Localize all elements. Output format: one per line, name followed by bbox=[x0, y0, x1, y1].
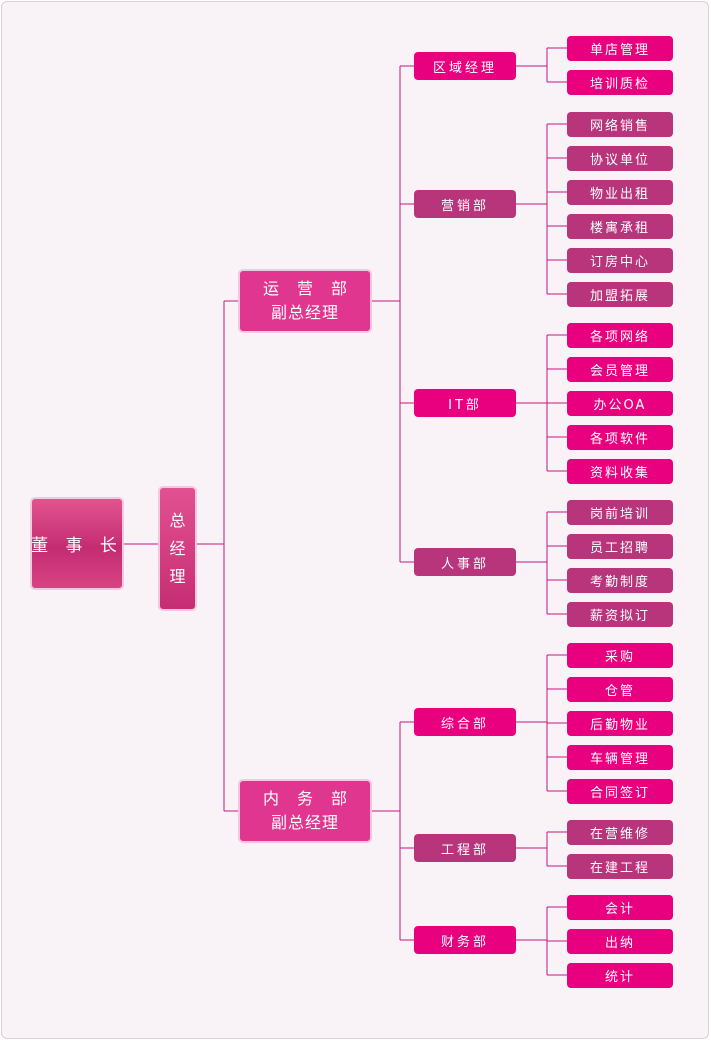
function-box-label: 资料收集 bbox=[589, 465, 650, 481]
function-box: 采购 bbox=[567, 642, 673, 668]
function-box: 协议单位 bbox=[567, 145, 673, 171]
department-box-label: 区域经理 bbox=[432, 60, 497, 76]
department-box-label: 综合部 bbox=[440, 716, 489, 732]
function-box: 考勤制度 bbox=[567, 567, 673, 593]
function-box-label: 办公OA bbox=[593, 397, 647, 413]
function-box-label: 员工招聘 bbox=[589, 540, 650, 556]
function-box: 会计 bbox=[567, 894, 673, 920]
function-box: 物业出租 bbox=[567, 179, 673, 205]
department-box-label: 财务部 bbox=[440, 934, 489, 950]
function-box: 资料收集 bbox=[567, 458, 673, 484]
function-box-label: 物业出租 bbox=[589, 186, 650, 202]
function-box-label: 在营维修 bbox=[589, 826, 650, 842]
function-box-label: 网络销售 bbox=[589, 118, 650, 134]
function-box: 仓管 bbox=[567, 676, 673, 702]
function-box-label: 薪资拟订 bbox=[589, 608, 650, 624]
function-box-label: 各项网络 bbox=[589, 329, 650, 345]
function-box: 订房中心 bbox=[567, 247, 673, 273]
function-box: 统计 bbox=[567, 962, 673, 988]
general-manager-char: 经 bbox=[169, 538, 186, 558]
function-box-label: 出纳 bbox=[604, 935, 635, 951]
general-manager-char: 总 bbox=[169, 510, 186, 530]
department-box: IT部 bbox=[414, 389, 516, 417]
function-box-label: 培训质检 bbox=[589, 76, 650, 92]
function-box: 在营维修 bbox=[567, 819, 673, 845]
department-box: 财务部 bbox=[414, 926, 516, 954]
function-box-label: 订房中心 bbox=[589, 254, 650, 270]
function-box: 加盟拓展 bbox=[567, 281, 673, 307]
function-box: 岗前培训 bbox=[567, 499, 673, 525]
vp-internal-affairs-title: 副总经理 bbox=[270, 813, 339, 832]
function-box: 后勤物业 bbox=[567, 710, 673, 736]
department-box: 区域经理 bbox=[414, 52, 516, 80]
function-box-label: 会计 bbox=[604, 901, 635, 917]
function-box-label: 各项软件 bbox=[589, 431, 650, 447]
function-box: 出纳 bbox=[567, 928, 673, 954]
department-box: 营销部 bbox=[414, 190, 516, 218]
function-box-label: 合同签订 bbox=[589, 785, 650, 801]
function-box-label: 会员管理 bbox=[589, 363, 650, 379]
function-box: 培训质检 bbox=[567, 69, 673, 95]
function-box-label: 考勤制度 bbox=[589, 574, 650, 590]
department-box: 工程部 bbox=[414, 834, 516, 862]
department-box-label: 人事部 bbox=[440, 556, 489, 572]
function-box: 员工招聘 bbox=[567, 533, 673, 559]
department-box-label: 工程部 bbox=[440, 842, 489, 858]
department-box: 人事部 bbox=[414, 548, 516, 576]
function-box-label: 协议单位 bbox=[589, 152, 650, 168]
function-box: 车辆管理 bbox=[567, 744, 673, 770]
vp-internal-affairs-box: 内务部 副总经理 bbox=[238, 779, 372, 843]
department-box-label: IT部 bbox=[448, 397, 482, 413]
chairman-box: 董 事 长 bbox=[30, 497, 124, 590]
function-box: 薪资拟订 bbox=[567, 601, 673, 627]
function-box-label: 后勤物业 bbox=[589, 717, 650, 733]
function-box: 单店管理 bbox=[567, 35, 673, 61]
function-box-label: 在建工程 bbox=[589, 860, 650, 876]
function-box: 办公OA bbox=[567, 390, 673, 416]
chairman-label: 董 事 长 bbox=[31, 536, 123, 556]
function-box-label: 单店管理 bbox=[589, 42, 650, 58]
vp-operations-dept: 运营部 bbox=[262, 279, 365, 298]
function-box-label: 车辆管理 bbox=[589, 751, 650, 767]
function-box-label: 加盟拓展 bbox=[589, 288, 650, 304]
function-box: 合同签订 bbox=[567, 778, 673, 804]
general-manager-char: 理 bbox=[169, 566, 186, 586]
function-box-label: 仓管 bbox=[604, 683, 635, 699]
function-box-label: 楼寓承租 bbox=[589, 220, 650, 236]
function-box: 会员管理 bbox=[567, 356, 673, 382]
department-box-label: 营销部 bbox=[440, 198, 489, 214]
function-box: 网络销售 bbox=[567, 111, 673, 137]
function-box: 各项软件 bbox=[567, 424, 673, 450]
general-manager-box: 总 经 理 bbox=[158, 486, 197, 611]
department-box: 综合部 bbox=[414, 708, 516, 736]
function-box-label: 采购 bbox=[604, 649, 635, 665]
vp-internal-affairs-dept: 内务部 bbox=[262, 789, 365, 808]
function-box: 楼寓承租 bbox=[567, 213, 673, 239]
vp-operations-box: 运营部 副总经理 bbox=[238, 269, 372, 333]
function-box: 在建工程 bbox=[567, 853, 673, 879]
function-box-label: 统计 bbox=[604, 969, 635, 985]
function-box: 各项网络 bbox=[567, 322, 673, 348]
function-box-label: 岗前培训 bbox=[589, 506, 650, 522]
vp-operations-title: 副总经理 bbox=[270, 303, 339, 322]
